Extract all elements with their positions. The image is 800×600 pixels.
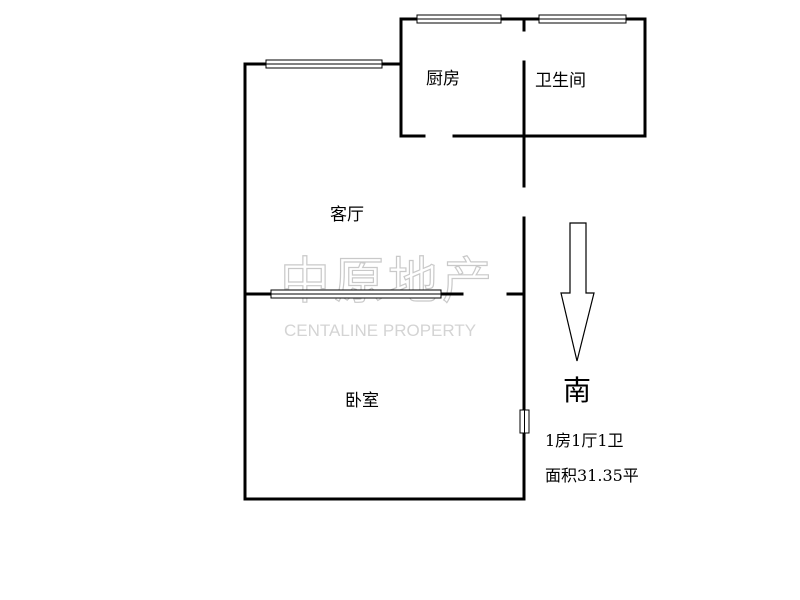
windows (265, 14, 627, 434)
compass-direction-label: 南 (563, 374, 591, 407)
info: 1房1厅1卫 面积31.35平 (545, 431, 639, 485)
info-area: 面积31.35平 (545, 466, 639, 485)
window-bathroom-top (538, 14, 627, 24)
room-label-living: 客厅 (330, 205, 364, 225)
room-label-bedroom: 卧室 (345, 391, 379, 411)
window-divider (270, 289, 442, 299)
south-arrow-icon (560, 222, 595, 362)
watermark-brand-en: CENTALINE PROPERTY (284, 321, 476, 340)
room-label-kitchen: 厨房 (426, 69, 460, 89)
window-bedroom-right (519, 409, 530, 434)
watermark: 中原地产 CENTALINE PROPERTY (279, 251, 496, 340)
compass: 南 (560, 222, 595, 407)
room-label-bathroom: 卫生间 (535, 71, 586, 91)
watermark-brand-cn: 中原地产 (280, 252, 496, 310)
window-living-top (265, 59, 383, 69)
window-kitchen-top (416, 14, 502, 24)
info-layout: 1房1厅1卫 (545, 431, 624, 450)
room-labels: 厨房 卫生间 客厅 卧室 (330, 69, 586, 411)
